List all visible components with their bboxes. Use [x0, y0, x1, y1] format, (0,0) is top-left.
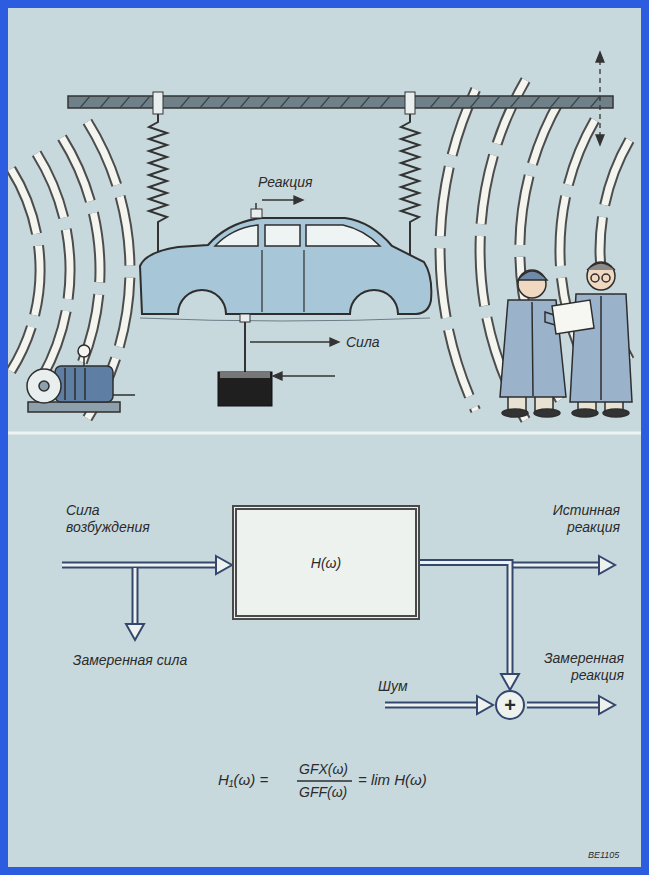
car-window — [215, 225, 258, 246]
force-sensor — [240, 314, 250, 322]
engineers — [500, 262, 632, 417]
hanger — [153, 92, 163, 114]
true-response-label: Истинная реакция — [512, 502, 620, 536]
car-window — [306, 225, 380, 246]
spring — [149, 114, 167, 262]
shaker — [218, 372, 272, 406]
sound-waves — [11, 80, 630, 420]
response-label: Реакция — [258, 174, 312, 191]
shaker-top — [220, 372, 270, 378]
stinger — [244, 322, 246, 372]
summing-junction: + — [495, 690, 525, 720]
floor-shadow — [140, 318, 430, 321]
drive-wire — [273, 372, 335, 380]
motion-arrow — [596, 52, 604, 145]
force-label: Сила — [346, 334, 380, 351]
signal-connector — [420, 563, 519, 691]
node-text: H(ω) — [311, 556, 341, 570]
noise-label: Шум — [378, 678, 407, 695]
panel — [8, 8, 641, 867]
response-arrow — [262, 196, 303, 204]
measured-force-label: Замеренная сила — [70, 652, 190, 669]
node-text: + — [504, 695, 516, 715]
compressor — [27, 345, 135, 412]
spring — [401, 114, 419, 258]
hanger — [405, 92, 415, 114]
excitation-label: Сила возбуждения — [66, 502, 166, 536]
door-line — [261, 250, 262, 312]
door-line — [303, 250, 304, 312]
measured-response-label: Замеренная реакция — [526, 650, 624, 684]
car-window — [265, 225, 300, 246]
formula-lhs: H₁(ω) = — [218, 771, 268, 789]
formula-numerator: GFX(ω) — [299, 761, 348, 778]
response-sensor — [251, 209, 262, 218]
divider — [8, 432, 641, 435]
beam — [68, 96, 613, 108]
frame — [4, 4, 645, 871]
force-arrow — [250, 338, 339, 346]
formula-denominator: GFF(ω) — [299, 784, 347, 801]
figure-code: BE1105 — [588, 850, 619, 861]
formula-rhs: = lim H(ω) — [358, 771, 427, 789]
fraction-bar — [297, 780, 352, 781]
transfer-box: H(ω) — [232, 505, 420, 620]
car-body — [140, 218, 431, 314]
